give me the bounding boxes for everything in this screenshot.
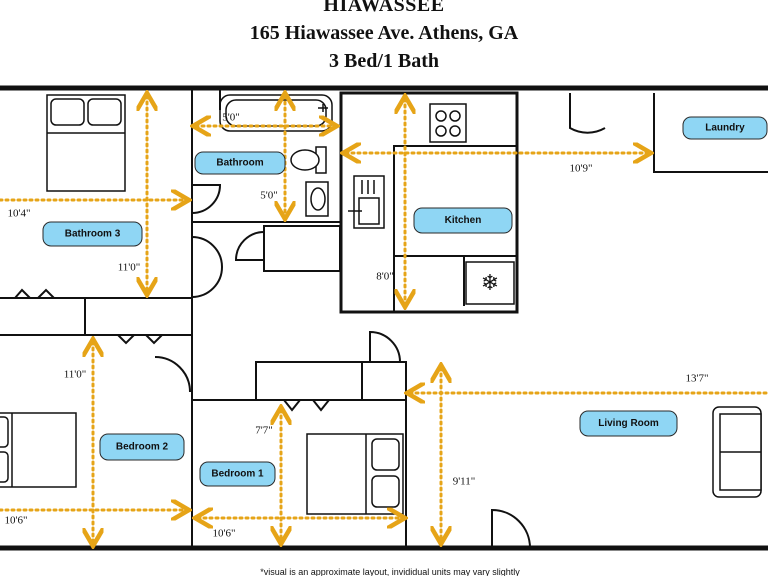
room-label-bedroom2: Bedroom 2 (99, 433, 185, 461)
refrigerator: ❄ (465, 261, 515, 305)
exterior-walls (0, 85, 768, 551)
dim-bedroom1-width: 10'6" (213, 528, 236, 540)
kitchen-sink (348, 175, 385, 229)
dimension-lines (0, 96, 768, 543)
room-label-kitchen: Kitchen (413, 207, 513, 234)
bed-bedroom1 (306, 433, 404, 515)
dimension-labels: 5'0" 5'0" 10'9" 10'4" 11'0" 8'0" 11'0" 1… (5, 112, 709, 540)
property-name: HIAWASSEE (323, 0, 445, 16)
bed-room3 (46, 94, 126, 192)
svg-text:Kitchen: Kitchen (445, 215, 482, 226)
svg-text:Bedroom 1: Bedroom 1 (211, 469, 264, 480)
property-beds-baths: 3 Bed/1 Bath (328, 50, 440, 72)
dim-room3-width: 10'4" (8, 208, 31, 220)
disclaimer: *visual is an approximate layout, invidi… (260, 567, 520, 576)
room-label-living-room: Living Room (579, 410, 678, 437)
svg-text:❄: ❄ (481, 271, 499, 296)
dim-kitchen-laundry-width: 10'9" (570, 163, 593, 175)
dim-bath-tub-width: 5'0" (222, 112, 239, 124)
dim-living-width: 13'7" (686, 373, 709, 385)
svg-text:Bathroom: Bathroom (216, 158, 263, 169)
dim-bath-height: 5'0" (260, 190, 277, 202)
dim-bedroom2-height: 11'0" (64, 369, 87, 381)
dim-kitchen-height: 8'0" (376, 271, 393, 283)
svg-text:Living Room: Living Room (598, 418, 659, 429)
toilet (290, 146, 327, 174)
doors (14, 93, 606, 549)
dim-living-height: 9'11" (453, 476, 476, 488)
dim-bedroom1-height: 7'7" (255, 425, 272, 437)
sofa (712, 406, 762, 498)
bathroom-sink (305, 181, 329, 217)
bed-bedroom2 (0, 412, 77, 488)
svg-text:Bathroom 3: Bathroom 3 (65, 229, 121, 240)
room-label-bathroom3: Bathroom 3 (42, 221, 143, 247)
room-label-laundry: Laundry (682, 116, 768, 140)
svg-text:Bedroom 2: Bedroom 2 (116, 442, 169, 453)
room-label-bathroom: Bathroom (194, 151, 286, 175)
stove (429, 103, 467, 143)
room-label-bedroom1: Bedroom 1 (199, 461, 276, 487)
dim-room3-height: 11'0" (118, 262, 141, 274)
dim-bedroom2-width: 10'6" (5, 515, 28, 527)
svg-text:Laundry: Laundry (705, 123, 745, 134)
property-address: 165 Hiawassee Ave. Athens, GA (249, 22, 519, 44)
